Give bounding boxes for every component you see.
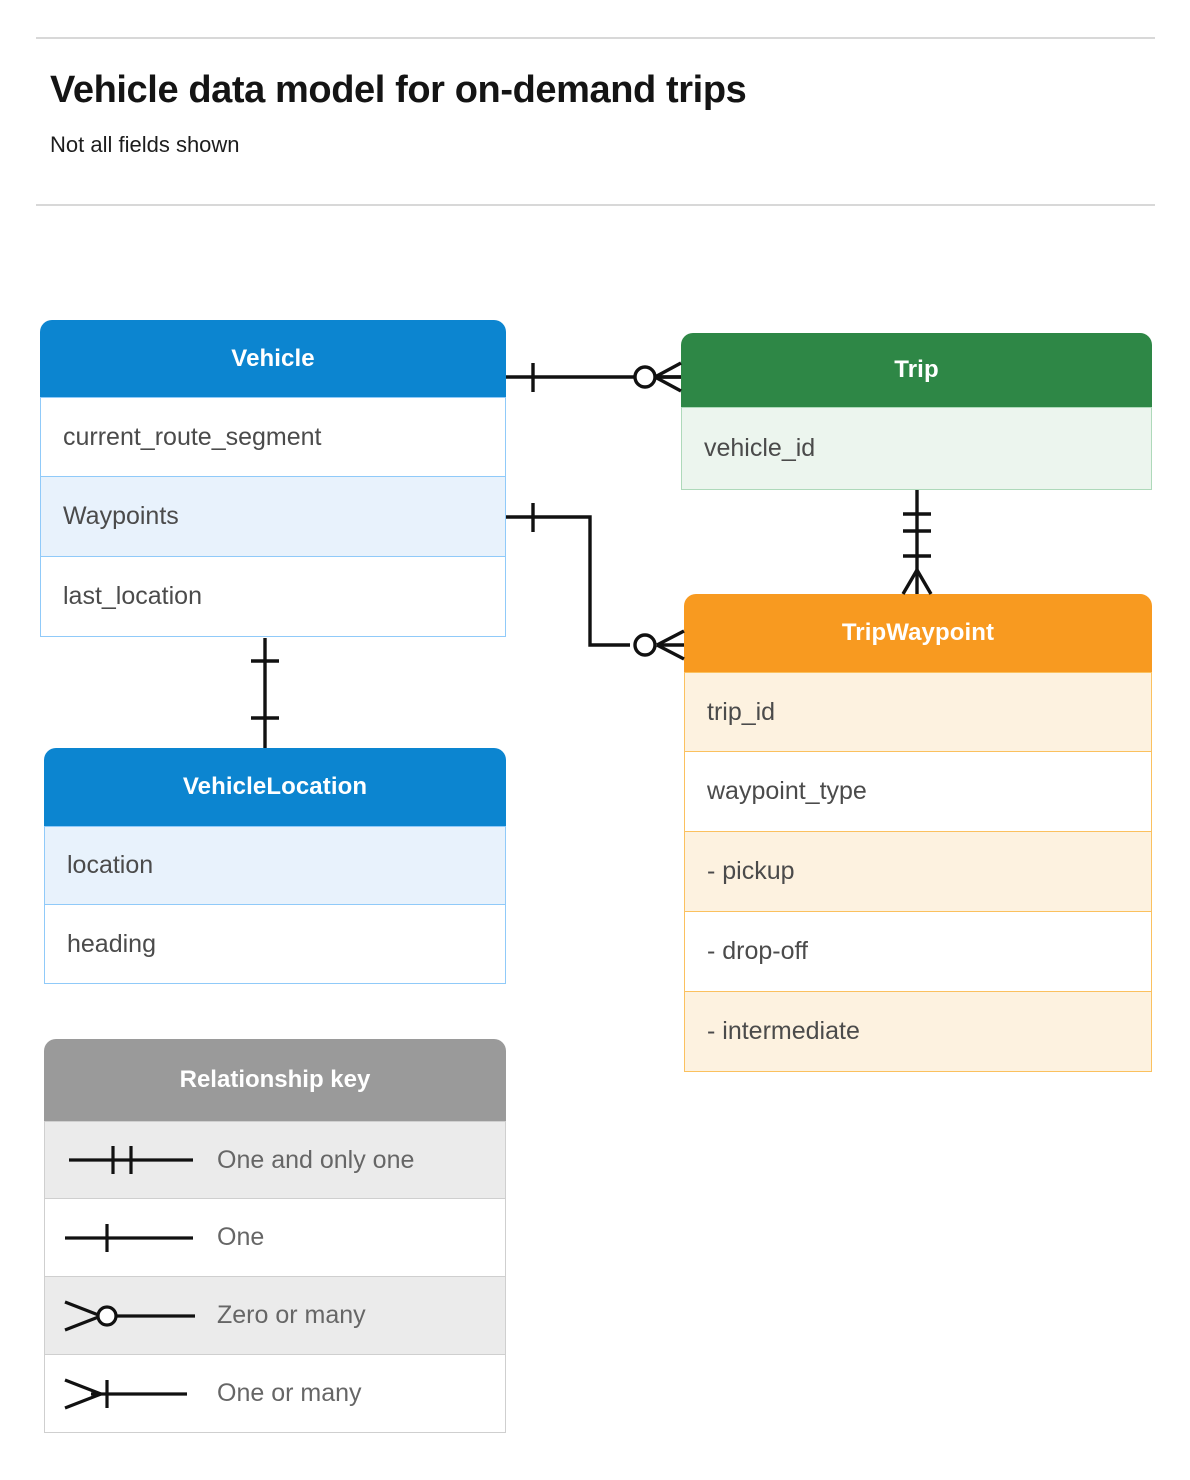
one-icon	[45, 1216, 217, 1260]
entity-tripwaypoint-title: TripWaypoint	[841, 619, 995, 646]
field-waypoint-type-dropoff[interactable]: - drop-off	[684, 912, 1152, 992]
entity-trip[interactable]: Trip vehicle_id	[681, 333, 1152, 490]
entity-vehicle-fields: current_route_segment Waypoints last_loc…	[40, 397, 506, 637]
header-divider	[36, 204, 1155, 206]
legend-header: Relationship key	[44, 1039, 506, 1121]
field-label: - pickup	[707, 857, 795, 885]
field-waypoint-type[interactable]: waypoint_type	[684, 752, 1152, 832]
field-label: heading	[67, 929, 156, 958]
relationship-key-legend: Relationship key One and only one One	[44, 1039, 506, 1433]
field-label: Waypoints	[63, 502, 179, 530]
field-label: current_route_segment	[63, 422, 322, 451]
page-title: Vehicle data model for on-demand trips	[50, 69, 747, 111]
entity-vehiclelocation[interactable]: VehicleLocation location heading	[44, 748, 506, 984]
field-label: location	[67, 851, 154, 879]
legend-row-zero-or-many: Zero or many	[44, 1277, 506, 1355]
entity-trip-fields: vehicle_id	[681, 407, 1152, 490]
legend-title: Relationship key	[179, 1066, 371, 1093]
entity-tripwaypoint[interactable]: TripWaypoint trip_id waypoint_type - pic…	[684, 594, 1152, 1072]
connector-vehicle-trip	[506, 361, 682, 393]
field-label: - drop-off	[707, 937, 808, 965]
field-label: waypoint_type	[707, 777, 867, 805]
entity-trip-title: Trip	[894, 356, 939, 383]
page-subtitle: Not all fields shown	[50, 132, 240, 157]
field-label: trip_id	[707, 697, 776, 726]
entity-vehiclelocation-fields: location heading	[44, 826, 506, 984]
field-current-route-segment[interactable]: current_route_segment	[40, 397, 506, 477]
legend-label: Zero or many	[217, 1301, 366, 1329]
legend-label: One	[217, 1223, 265, 1251]
field-trip-id[interactable]: trip_id	[684, 672, 1152, 752]
entity-vehicle-title: Vehicle	[231, 344, 315, 372]
field-label: last_location	[63, 582, 202, 610]
connector-waypoints-tripwaypoint	[506, 503, 685, 661]
entity-vehicle-header: Vehicle	[40, 320, 506, 397]
one-or-many-icon	[45, 1372, 217, 1416]
field-last-location[interactable]: last_location	[40, 557, 506, 637]
connector-trip-tripwaypoint	[901, 490, 933, 595]
field-waypoint-type-intermediate[interactable]: - intermediate	[684, 992, 1152, 1072]
entity-vehicle[interactable]: Vehicle current_route_segment Waypoints …	[40, 320, 506, 637]
field-label: - intermediate	[707, 1017, 860, 1045]
legend-row-one-or-many: One or many	[44, 1355, 506, 1433]
legend-label: One and only one	[217, 1145, 415, 1174]
field-waypoint-type-pickup[interactable]: - pickup	[684, 832, 1152, 912]
one-and-only-one-icon	[45, 1138, 217, 1182]
field-location[interactable]: location	[44, 826, 506, 905]
entity-vehiclelocation-title: VehicleLocation	[182, 773, 368, 800]
field-heading[interactable]: heading	[44, 905, 506, 984]
entity-vehiclelocation-header: VehicleLocation	[44, 748, 506, 826]
entity-tripwaypoint-header: TripWaypoint	[684, 594, 1152, 672]
entity-trip-header: Trip	[681, 333, 1152, 407]
legend-row-one: One	[44, 1199, 506, 1277]
zero-or-many-icon	[45, 1294, 217, 1338]
connector-vehicle-vehiclelocation	[251, 638, 279, 748]
top-divider	[36, 37, 1155, 39]
legend-row-one-and-only-one: One and only one	[44, 1121, 506, 1199]
field-vehicle-id[interactable]: vehicle_id	[681, 407, 1152, 490]
legend-label: One or many	[217, 1379, 362, 1407]
field-label: vehicle_id	[704, 434, 816, 462]
field-waypoints[interactable]: Waypoints	[40, 477, 506, 557]
entity-tripwaypoint-fields: trip_id waypoint_type - pickup - drop-of…	[684, 672, 1152, 1072]
